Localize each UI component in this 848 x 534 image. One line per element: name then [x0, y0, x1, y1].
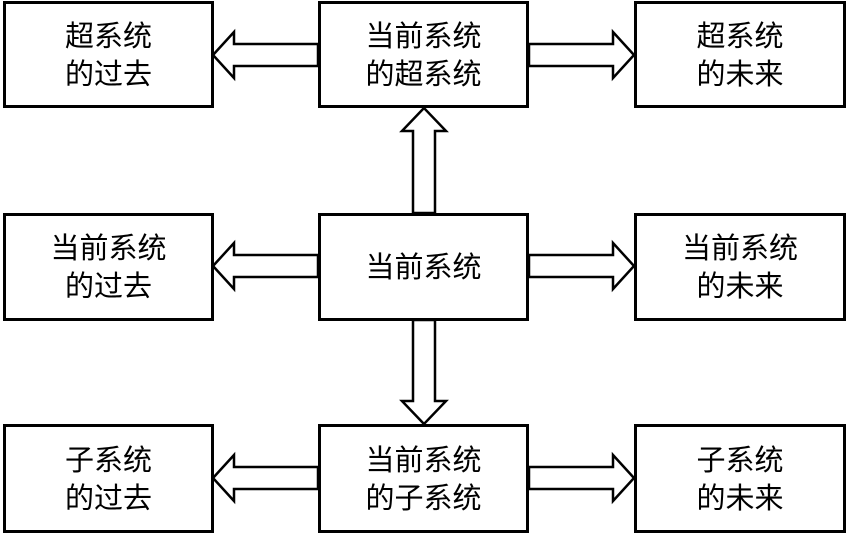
box-line-2: 的子系统 — [365, 480, 482, 515]
arrow-super-to-future — [527, 28, 636, 82]
box-line-1: 当前系统 — [365, 250, 482, 284]
box-line-2: 的未来 — [696, 269, 784, 303]
current-system-subsystem-box: 当前系统 的子系统 — [318, 424, 529, 533]
super-system-past-box: 超系统 的过去 — [3, 1, 214, 108]
box-line-2: 的过去 — [64, 56, 152, 91]
box-line-1: 当前系统 — [365, 442, 482, 477]
current-system-super-system-box: 当前系统 的超系统 — [318, 1, 529, 108]
box-line-1: 子系统 — [696, 442, 784, 477]
arrow-current-to-past — [211, 239, 320, 293]
box-line-1: 子系统 — [64, 442, 152, 477]
arrow-current-to-future — [527, 239, 636, 293]
box-line-2: 的过去 — [64, 480, 152, 515]
box-line-1: 当前系统 — [50, 231, 167, 265]
box-line-2: 的未来 — [696, 56, 784, 91]
arrow-current-to-sub — [399, 318, 449, 426]
super-system-future-box: 超系统 的未来 — [634, 1, 846, 108]
current-system-future-box: 当前系统 的未来 — [634, 213, 846, 321]
box-line-2: 的过去 — [64, 269, 152, 303]
box-line-1: 超系统 — [64, 18, 152, 53]
box-line-1: 超系统 — [696, 18, 784, 53]
arrow-super-to-past — [211, 28, 320, 82]
box-line-2: 的超系统 — [365, 56, 482, 91]
box-line-1: 当前系统 — [681, 231, 798, 265]
arrow-sub-to-past — [211, 451, 320, 505]
arrow-current-to-super — [399, 106, 449, 215]
box-line-1: 当前系统 — [365, 18, 482, 53]
box-line-2: 的未来 — [696, 480, 784, 515]
current-system-past-box: 当前系统 的过去 — [3, 213, 214, 321]
subsystem-past-box: 子系统 的过去 — [3, 424, 214, 533]
current-system-box: 当前系统 — [318, 213, 529, 321]
arrow-sub-to-future — [527, 451, 636, 505]
subsystem-future-box: 子系统 的未来 — [634, 424, 846, 533]
